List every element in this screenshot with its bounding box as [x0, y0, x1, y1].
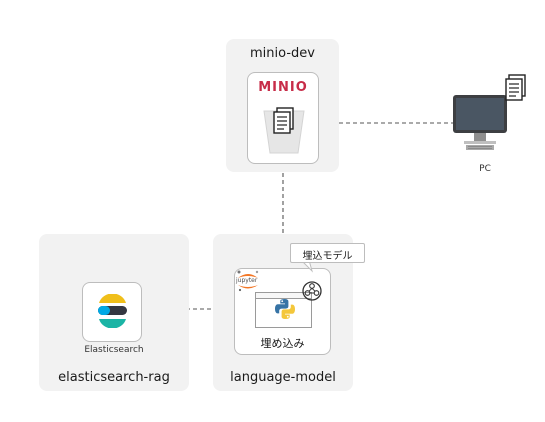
- group-minio-dev: minio-dev MINIO: [226, 39, 339, 172]
- document-icon: [273, 107, 294, 134]
- elasticsearch-label: Elasticsearch: [84, 345, 144, 355]
- pc-node[interactable]: PC: [448, 74, 530, 178]
- jupyter-icon: [237, 270, 259, 292]
- model-callout: 埋込モデル: [290, 243, 365, 263]
- monitor-icon: [453, 95, 507, 150]
- minio-bucket-card[interactable]: MINIO: [247, 72, 319, 164]
- group-title: elasticsearch-rag: [58, 370, 170, 385]
- python-icon: [275, 299, 295, 319]
- group-title: language-model: [230, 370, 336, 385]
- elasticsearch-card[interactable]: [82, 282, 142, 342]
- minio-logo: MINIO: [258, 80, 308, 95]
- pc-label: PC: [479, 164, 491, 174]
- embedding-label: 埋め込み: [260, 337, 305, 350]
- jupyter-wordmark: jupyter: [236, 277, 258, 284]
- model-icon: [302, 281, 322, 301]
- embedding-card[interactable]: jupyter 埋め込み: [234, 268, 331, 355]
- document-icon: [505, 74, 526, 101]
- group-elasticsearch-rag: Elasticsearch elasticsearch-rag: [39, 234, 189, 391]
- callout-text: 埋込モデル: [302, 251, 353, 262]
- group-title: minio-dev: [250, 46, 315, 61]
- elasticsearch-icon: [98, 294, 127, 328]
